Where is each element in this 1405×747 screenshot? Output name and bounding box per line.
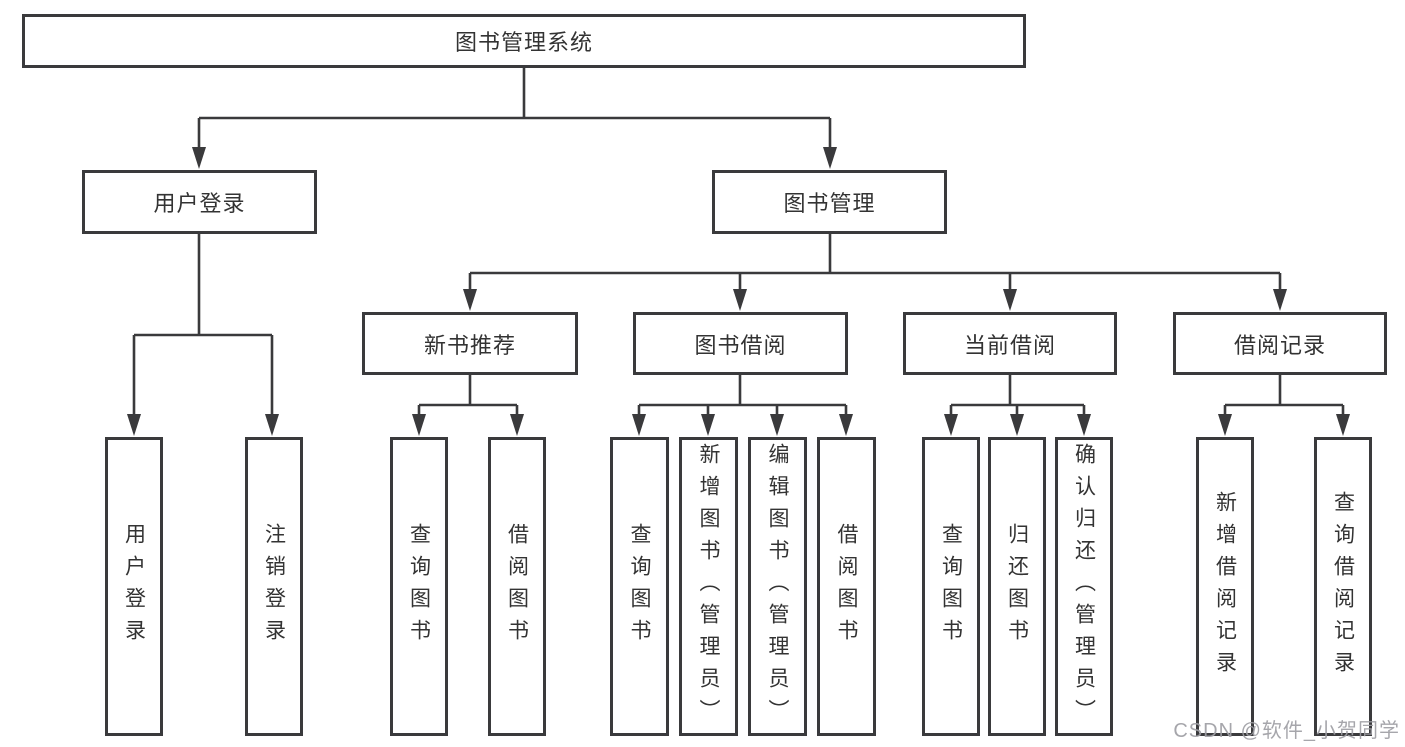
node-label: 编辑图书（管理员） [766,442,789,731]
node-label: 新增借阅记录 [1213,490,1237,683]
node-label: 借阅记录 [1233,332,1326,358]
node-user-login: 用户登录 [82,170,317,234]
node-label: 用户登录 [153,191,246,216]
node-library-system: 图书管理系统 [22,14,1026,68]
node-label: 归还图书 [1005,522,1029,651]
node-add-borrow-record: 新增借阅记录 [1196,437,1254,736]
node-return-book: 归还图书 [988,437,1046,736]
node-label: 查询图书 [628,522,651,651]
node-borrowing-records: 借阅记录 [1173,312,1387,375]
node-label: 查询借阅记录 [1331,490,1355,683]
node-borrow-book: 借阅图书 [817,437,876,736]
node-edit-book-admin: 编辑图书（管理员） [748,437,807,736]
node-label: 查询图书 [407,522,431,651]
node-label: 新增图书（管理员） [697,442,720,731]
node-label: 确认归还（管理员） [1072,442,1096,731]
node-borrow-books-recommend: 借阅图书 [488,437,546,736]
node-label: 用户登录 [122,522,146,651]
node-current-borrowing: 当前借阅 [903,312,1117,375]
node-label: 新书推荐 [423,332,516,358]
node-label: 借阅图书 [505,522,529,651]
node-query-borrow-record: 查询借阅记录 [1314,437,1372,736]
csdn-watermark: CSDN @软件_小贺同学 [1173,720,1400,742]
node-new-book-recommend: 新书推荐 [362,312,578,375]
node-label: 注销登录 [262,522,286,651]
node-query-books-recommend: 查询图书 [390,437,448,736]
node-book-management: 图书管理 [712,170,947,234]
node-query-books-borrowing: 查询图书 [610,437,669,736]
node-label: 当前借阅 [963,332,1056,358]
node-user-login-leaf: 用户登录 [105,437,163,736]
tree-edges [132,68,1345,417]
arrowheads [127,147,1350,436]
node-label: 图书管理 [783,191,876,216]
node-label: 查询图书 [939,522,963,651]
node-logout: 注销登录 [245,437,303,736]
node-label: 图书管理系统 [454,30,593,55]
node-query-books-current: 查询图书 [922,437,980,736]
node-confirm-return-admin: 确认归还（管理员） [1055,437,1113,736]
node-book-borrowing: 图书借阅 [633,312,848,375]
node-add-book-admin: 新增图书（管理员） [679,437,738,736]
node-label: 借阅图书 [835,522,858,651]
node-label: 图书借阅 [694,332,787,358]
